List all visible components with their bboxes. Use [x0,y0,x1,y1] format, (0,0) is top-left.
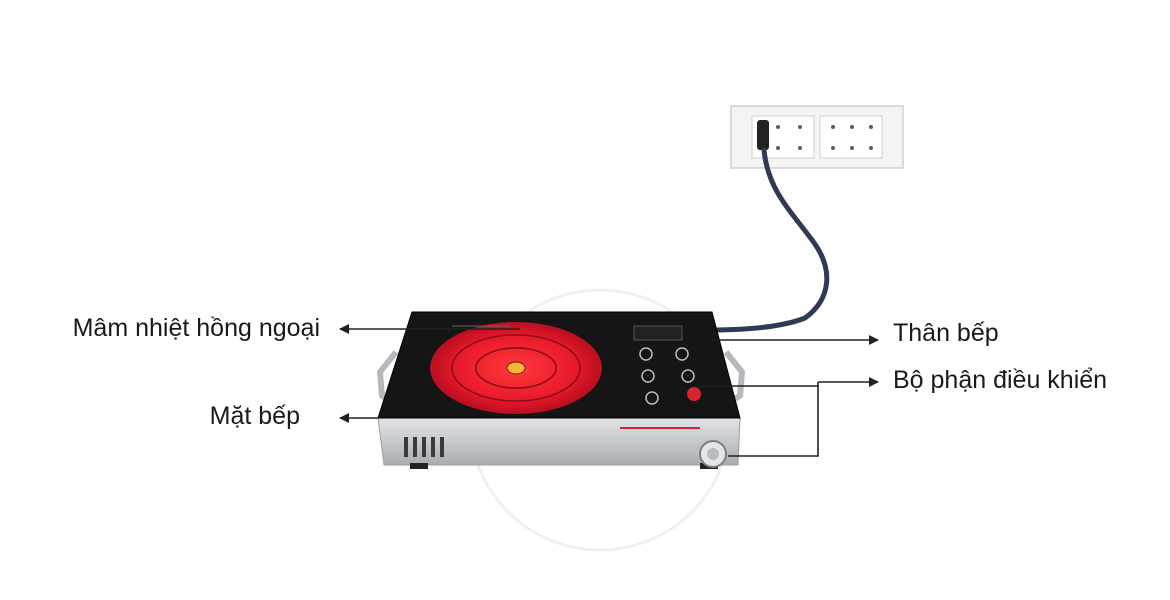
connector-control-knob [728,382,819,457]
control-knob-icon [699,440,727,468]
wall-socket-icon [730,105,904,169]
label-cooktop-surface: Mặt bếp [209,402,300,430]
label-heating-plate: Mâm nhiệt hồng ngoại [72,314,320,342]
label-control-unit: Bộ phận điều khiển [893,366,1108,394]
infrared-cooker-icon [377,311,745,469]
power-cord-icon [705,147,830,333]
label-stove-body: Thân bếp [893,319,999,347]
